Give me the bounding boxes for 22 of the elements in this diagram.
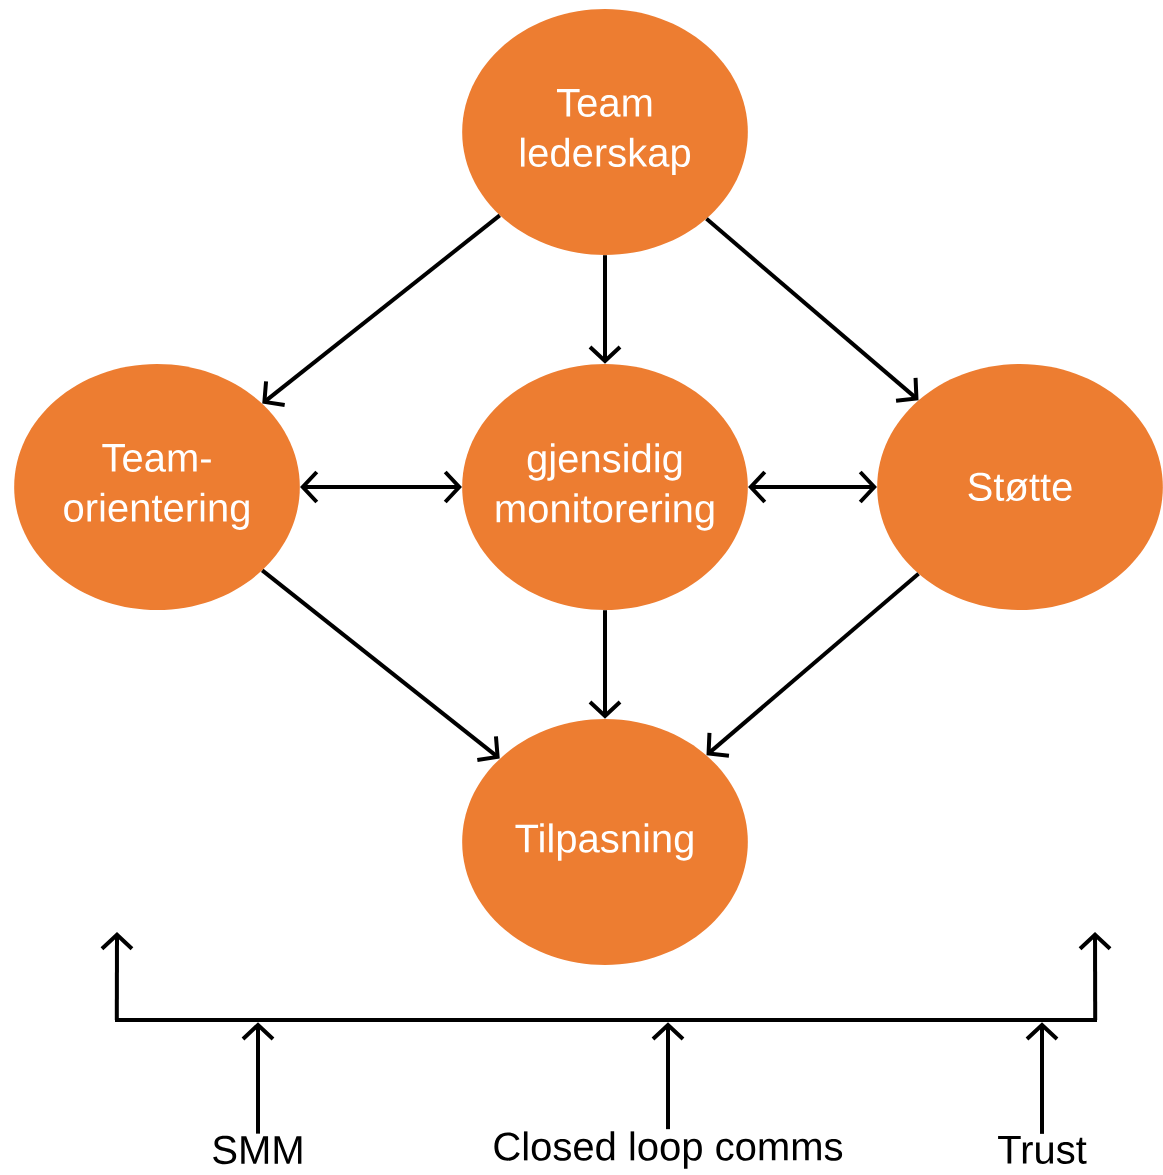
arrow <box>262 213 501 407</box>
ellipse-node: Team-orientering <box>14 364 300 610</box>
bracket-bar <box>115 1018 1097 1022</box>
ellipse-node: gjensidig monitorering <box>462 364 748 610</box>
arrow <box>705 217 919 403</box>
arrow <box>706 572 920 758</box>
label-text: Trust <box>998 1136 1087 1164</box>
arrow <box>1025 1022 1059 1134</box>
arrow <box>651 1022 685 1130</box>
arrow <box>300 470 462 504</box>
arrow <box>588 255 622 364</box>
arrow <box>241 1022 275 1134</box>
arrow <box>1078 932 1112 1020</box>
label-text: SMM <box>213 1135 302 1165</box>
arrow <box>588 610 622 719</box>
arrow <box>748 470 877 504</box>
ellipse-node: Team lederskap <box>462 9 748 255</box>
arrow <box>261 568 500 762</box>
arrow <box>100 932 134 1020</box>
ellipse-node: Støtte <box>877 364 1163 610</box>
label-text: Closed loop comms <box>494 1131 843 1169</box>
ellipse-node: Tilpasning <box>462 719 748 965</box>
